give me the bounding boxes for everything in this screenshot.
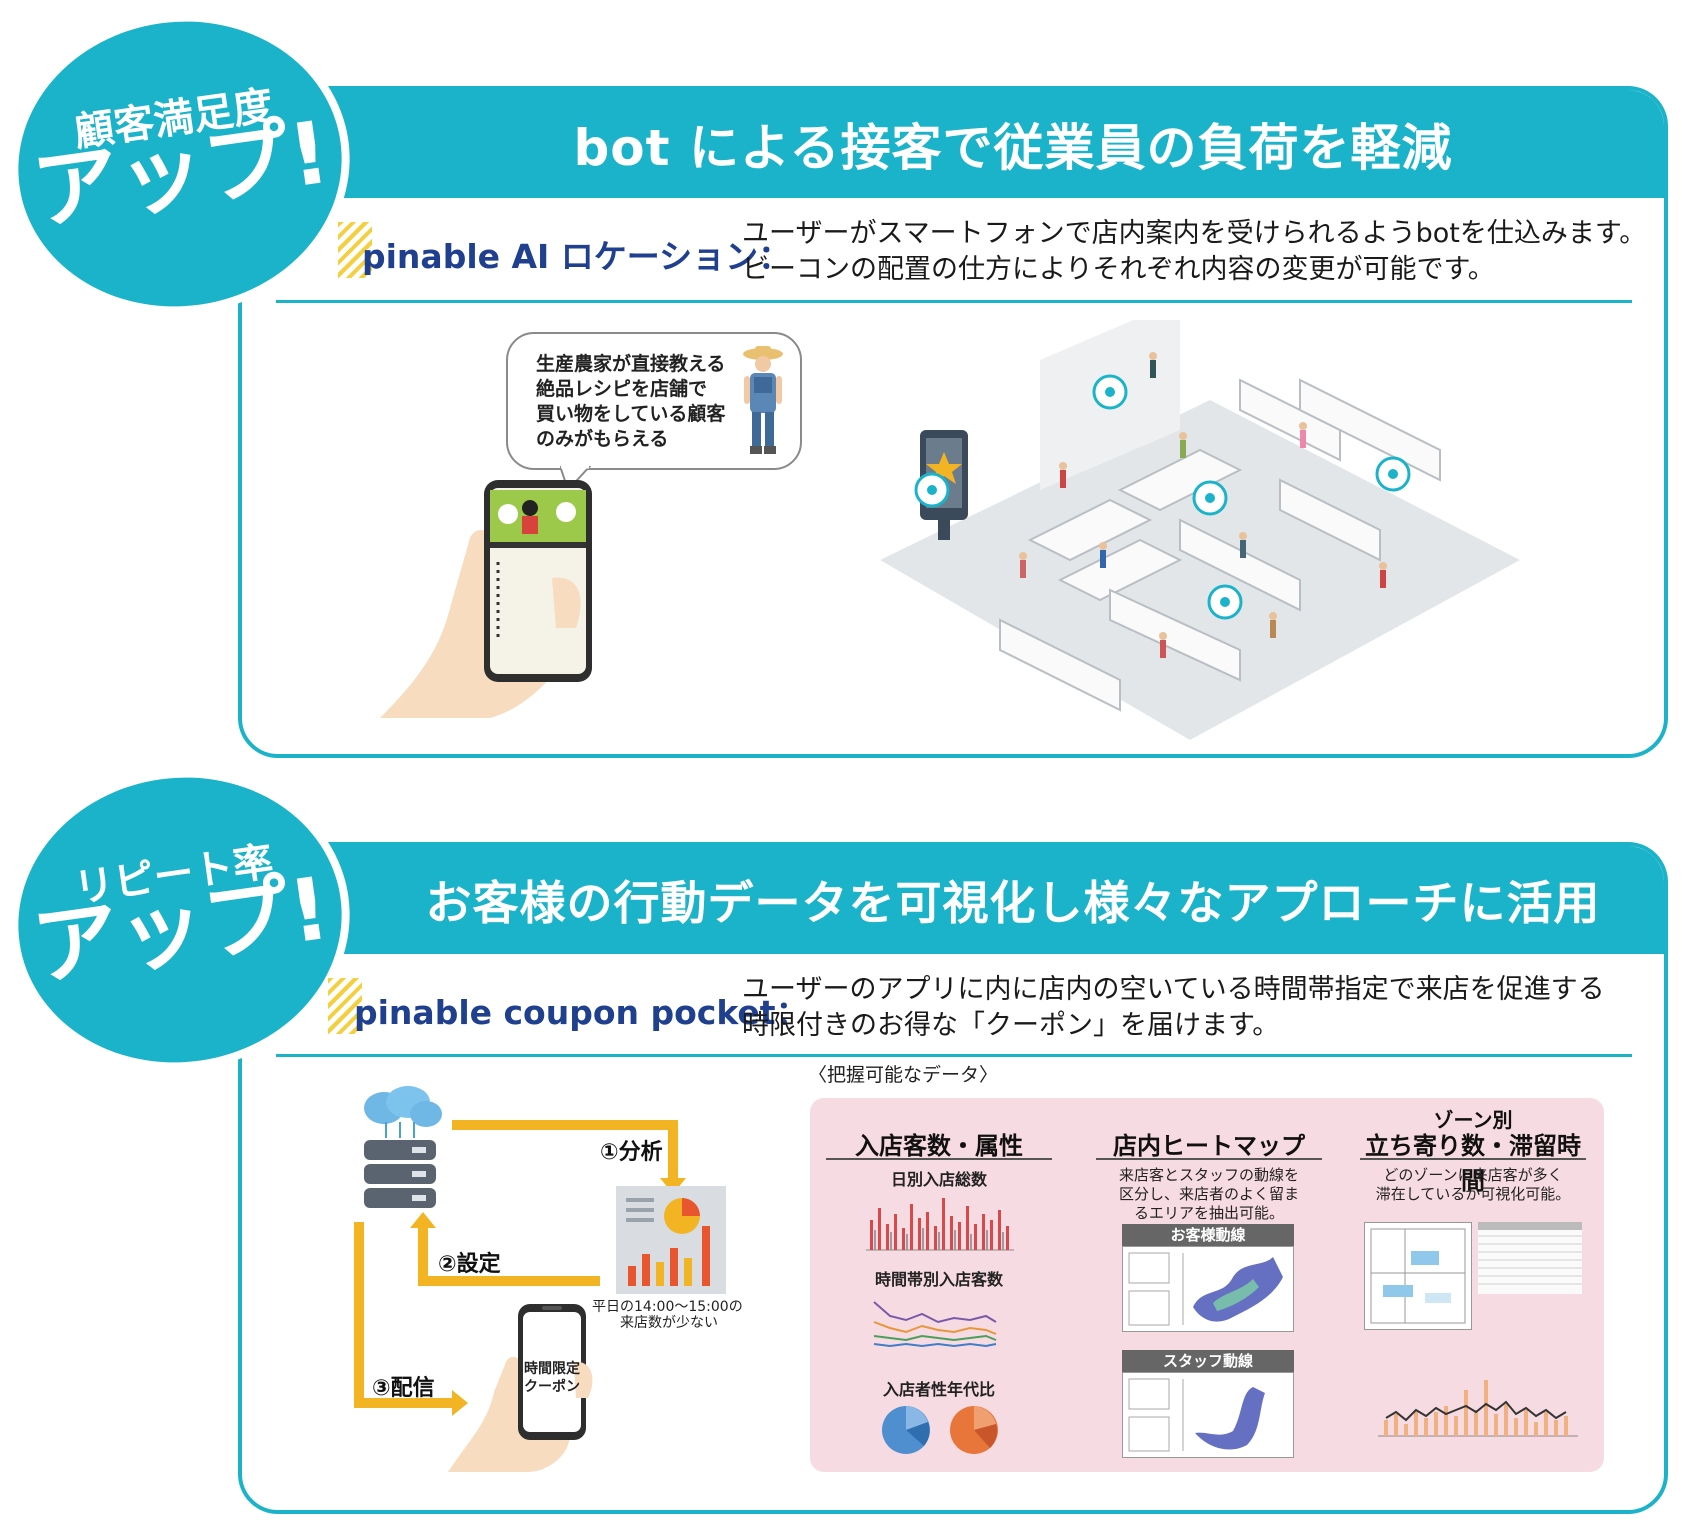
col3-note-line2: 滞在しているか可視化可能。 <box>1375 1185 1571 1203</box>
arrow-setting <box>418 1276 600 1286</box>
section2-desc-line1: ユーザーのアプリに内に店内の空いている時間帯指定で来店を促進する <box>742 974 1605 1005</box>
store-floor-illustration <box>880 320 1520 740</box>
staff-flow-heatmap <box>1122 1372 1294 1458</box>
analysis-note-line1: 平日の14:00～15:00の <box>592 1299 743 1315</box>
step-delivery-label: ③配信 <box>372 1376 435 1401</box>
col2-note-line1: 来店客とスタッフの動線を <box>1118 1166 1299 1184</box>
section2-header: お客様の行動データを可視化し様々なアプローチに活用 <box>242 846 1664 954</box>
daily-visitors-bar-chart <box>866 1198 1014 1251</box>
farmer-icon <box>743 346 783 454</box>
hourly-visitors-line-chart <box>873 1301 997 1348</box>
section2-divider <box>276 1054 1632 1057</box>
gender-age-pie-charts <box>882 1406 998 1454</box>
col1-sub2: 時間帯別入店客数 <box>874 1270 1003 1289</box>
customer-flow-label: お客様動線 <box>1122 1224 1294 1246</box>
section2-product-name: pinable coupon pocket： <box>354 993 809 1032</box>
col2-title: 店内ヒートマップ <box>1113 1132 1305 1160</box>
coupon-phone-line1: 時間限定 <box>524 1361 580 1377</box>
arrow-analysis-down <box>668 1120 678 1180</box>
zone-map-shape <box>1370 1228 1466 1324</box>
col1-sub3: 入店者性年代比 <box>882 1380 995 1399</box>
section1-header: bot による接客で従業員の負荷を軽減 <box>242 90 1664 198</box>
col2-note-line3: るエリアを抽出可能。 <box>1133 1204 1284 1222</box>
col1-rule <box>826 1158 1052 1160</box>
coupon-phone-illustration <box>448 1304 593 1472</box>
analysis-chart-icon <box>616 1186 726 1294</box>
coupon-phone-line2: クーポン <box>524 1379 580 1395</box>
arrow-delivery <box>354 1398 454 1408</box>
col1-sub1: 日別入店総数 <box>890 1170 987 1189</box>
col1-title: 入店客数・属性 <box>855 1132 1023 1160</box>
col3-rule <box>1360 1158 1586 1160</box>
bubble-line-2: 絶品レシピを店舗で <box>536 378 708 400</box>
hand-phone-illustration <box>380 480 592 718</box>
col3-note-line1: どのゾーンに来店客が多く <box>1383 1166 1563 1184</box>
col2-note-line2: 区分し、来店者のよく留ま <box>1118 1185 1299 1203</box>
customer-flow-heatmap <box>1122 1246 1294 1332</box>
zone-table-lines <box>1478 1222 1582 1285</box>
zone-map <box>1364 1222 1472 1330</box>
arrowhead-delivery <box>452 1390 468 1416</box>
step-analysis-label: ①分析 <box>600 1140 663 1165</box>
bubble-line-4: のみがもらえる <box>536 428 669 450</box>
zone-dwell-chart <box>1378 1380 1578 1437</box>
col3-title: 立ち寄り数・滞留時間 <box>1365 1132 1581 1195</box>
stripe-decoration <box>338 222 372 278</box>
zone-table <box>1478 1222 1582 1294</box>
arrow-analysis <box>452 1120 678 1130</box>
analysis-note-line2: 来店数が少ない <box>620 1315 718 1331</box>
stripe-decoration <box>328 978 362 1034</box>
section1-divider <box>276 300 1632 303</box>
arrowhead-setting <box>410 1212 436 1228</box>
col3-title-top: ゾーン別 <box>1433 1108 1513 1132</box>
bubble-line-1: 生産農家が直接教える <box>536 353 726 375</box>
heatmap-staff-shape <box>1128 1378 1265 1452</box>
staff-flow-label: スタッフ動線 <box>1122 1350 1294 1372</box>
bubble-line-3: 買い物をしている顧客 <box>536 403 726 425</box>
cloud-database-icon <box>364 1086 442 1208</box>
section2-desc-line2: 時限付きのお得な「クーポン」を届けます。 <box>742 1010 1280 1041</box>
data-caption: 〈把握可能なデータ〉 <box>808 1064 999 1086</box>
heatmap-blue-shape <box>1128 1252 1283 1326</box>
arrow-setting-up <box>418 1226 428 1286</box>
section1-product-name: pinable AI ロケーション： <box>362 237 792 276</box>
step-setting-label: ②設定 <box>438 1252 501 1277</box>
arrow-delivery-down <box>354 1222 364 1408</box>
section1-desc-line2: ビーコンの配置の仕方によりそれぞれ内容の変更が可能です。 <box>742 254 1495 285</box>
section1-desc-line1: ユーザーがスマートフォンで店内案内を受けられるようbotを仕込みます。 <box>742 218 1647 249</box>
col2-rule <box>1096 1158 1322 1160</box>
